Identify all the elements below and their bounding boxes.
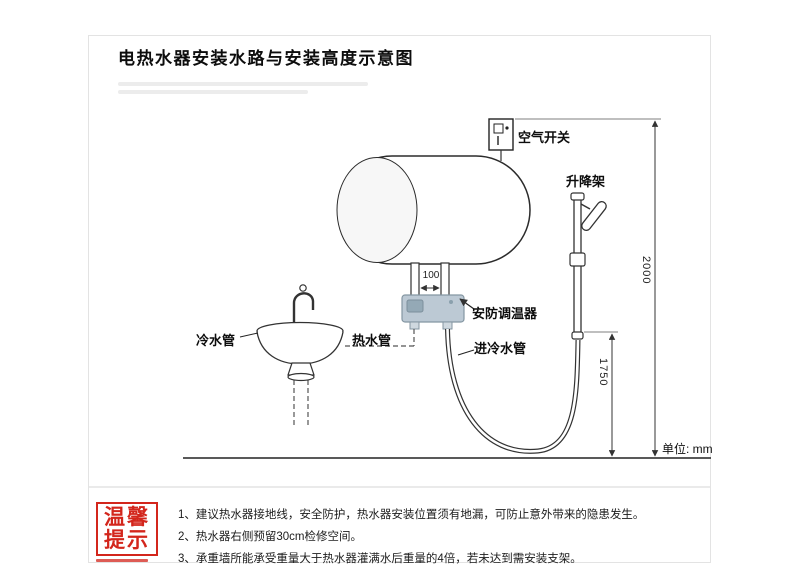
content-frame	[88, 35, 711, 563]
tip-item-3: 3、承重墙所能承受重量大于热水器灌满水后重量的4倍，若未达到需安装支架。	[178, 553, 582, 565]
fine-print-bar-1	[118, 82, 368, 86]
fine-print-bar-2	[118, 90, 308, 94]
tip-item-1: 1、建议热水器接地线，安全防护，热水器安装位置须有地漏，可防止意外带来的隐患发生…	[178, 509, 645, 521]
wash-basin	[256, 284, 344, 382]
unit-label: 单位: mm	[662, 442, 713, 456]
shower-head	[581, 200, 607, 232]
dim-100-label: 100	[422, 270, 440, 281]
warm-tips-badge-line1: 温馨	[104, 506, 150, 529]
cold-pipe-leader	[239, 332, 259, 338]
dashed-water-pipes	[293, 329, 415, 428]
tip-item-2: 2、热水器右侧预留30cm检修空间。	[178, 531, 363, 543]
inlet-hose	[445, 328, 581, 454]
lifting-rack-label: 升降架	[566, 174, 606, 189]
warm-tips-badge: 温馨 提示	[96, 502, 160, 565]
lifting-rack	[569, 192, 607, 340]
badge-fine-print-bar-1	[96, 559, 148, 562]
inlet-pipe-label: 进冷水管	[474, 341, 527, 356]
inlet-pipe-leader	[457, 349, 475, 356]
thermostat-leader-arrow	[459, 298, 475, 310]
warm-tips-badge-box: 温馨 提示	[96, 502, 158, 556]
air-switch	[488, 118, 514, 161]
warm-tips-badge-line2: 提示	[104, 529, 150, 552]
tips-list: 1、建议热水器接地线，安全防护，热水器安装位置须有地漏，可防止意外带来的隐患发生…	[178, 504, 708, 565]
dim-1750	[584, 331, 618, 457]
cold-pipe-label: 冷水管	[196, 333, 236, 348]
thermostat-label: 安防调温器	[472, 306, 538, 321]
thermostat-box	[401, 294, 465, 330]
dim-2000	[515, 118, 661, 457]
faucet	[292, 292, 315, 326]
page-title: 电热水器安装水路与安装高度示意图	[118, 49, 414, 68]
dim-1750-label: 1750	[597, 358, 609, 387]
air-switch-label: 空气开关	[518, 130, 571, 145]
dim-2000-label: 2000	[640, 256, 652, 285]
hot-pipe-label: 热水管	[352, 333, 392, 348]
